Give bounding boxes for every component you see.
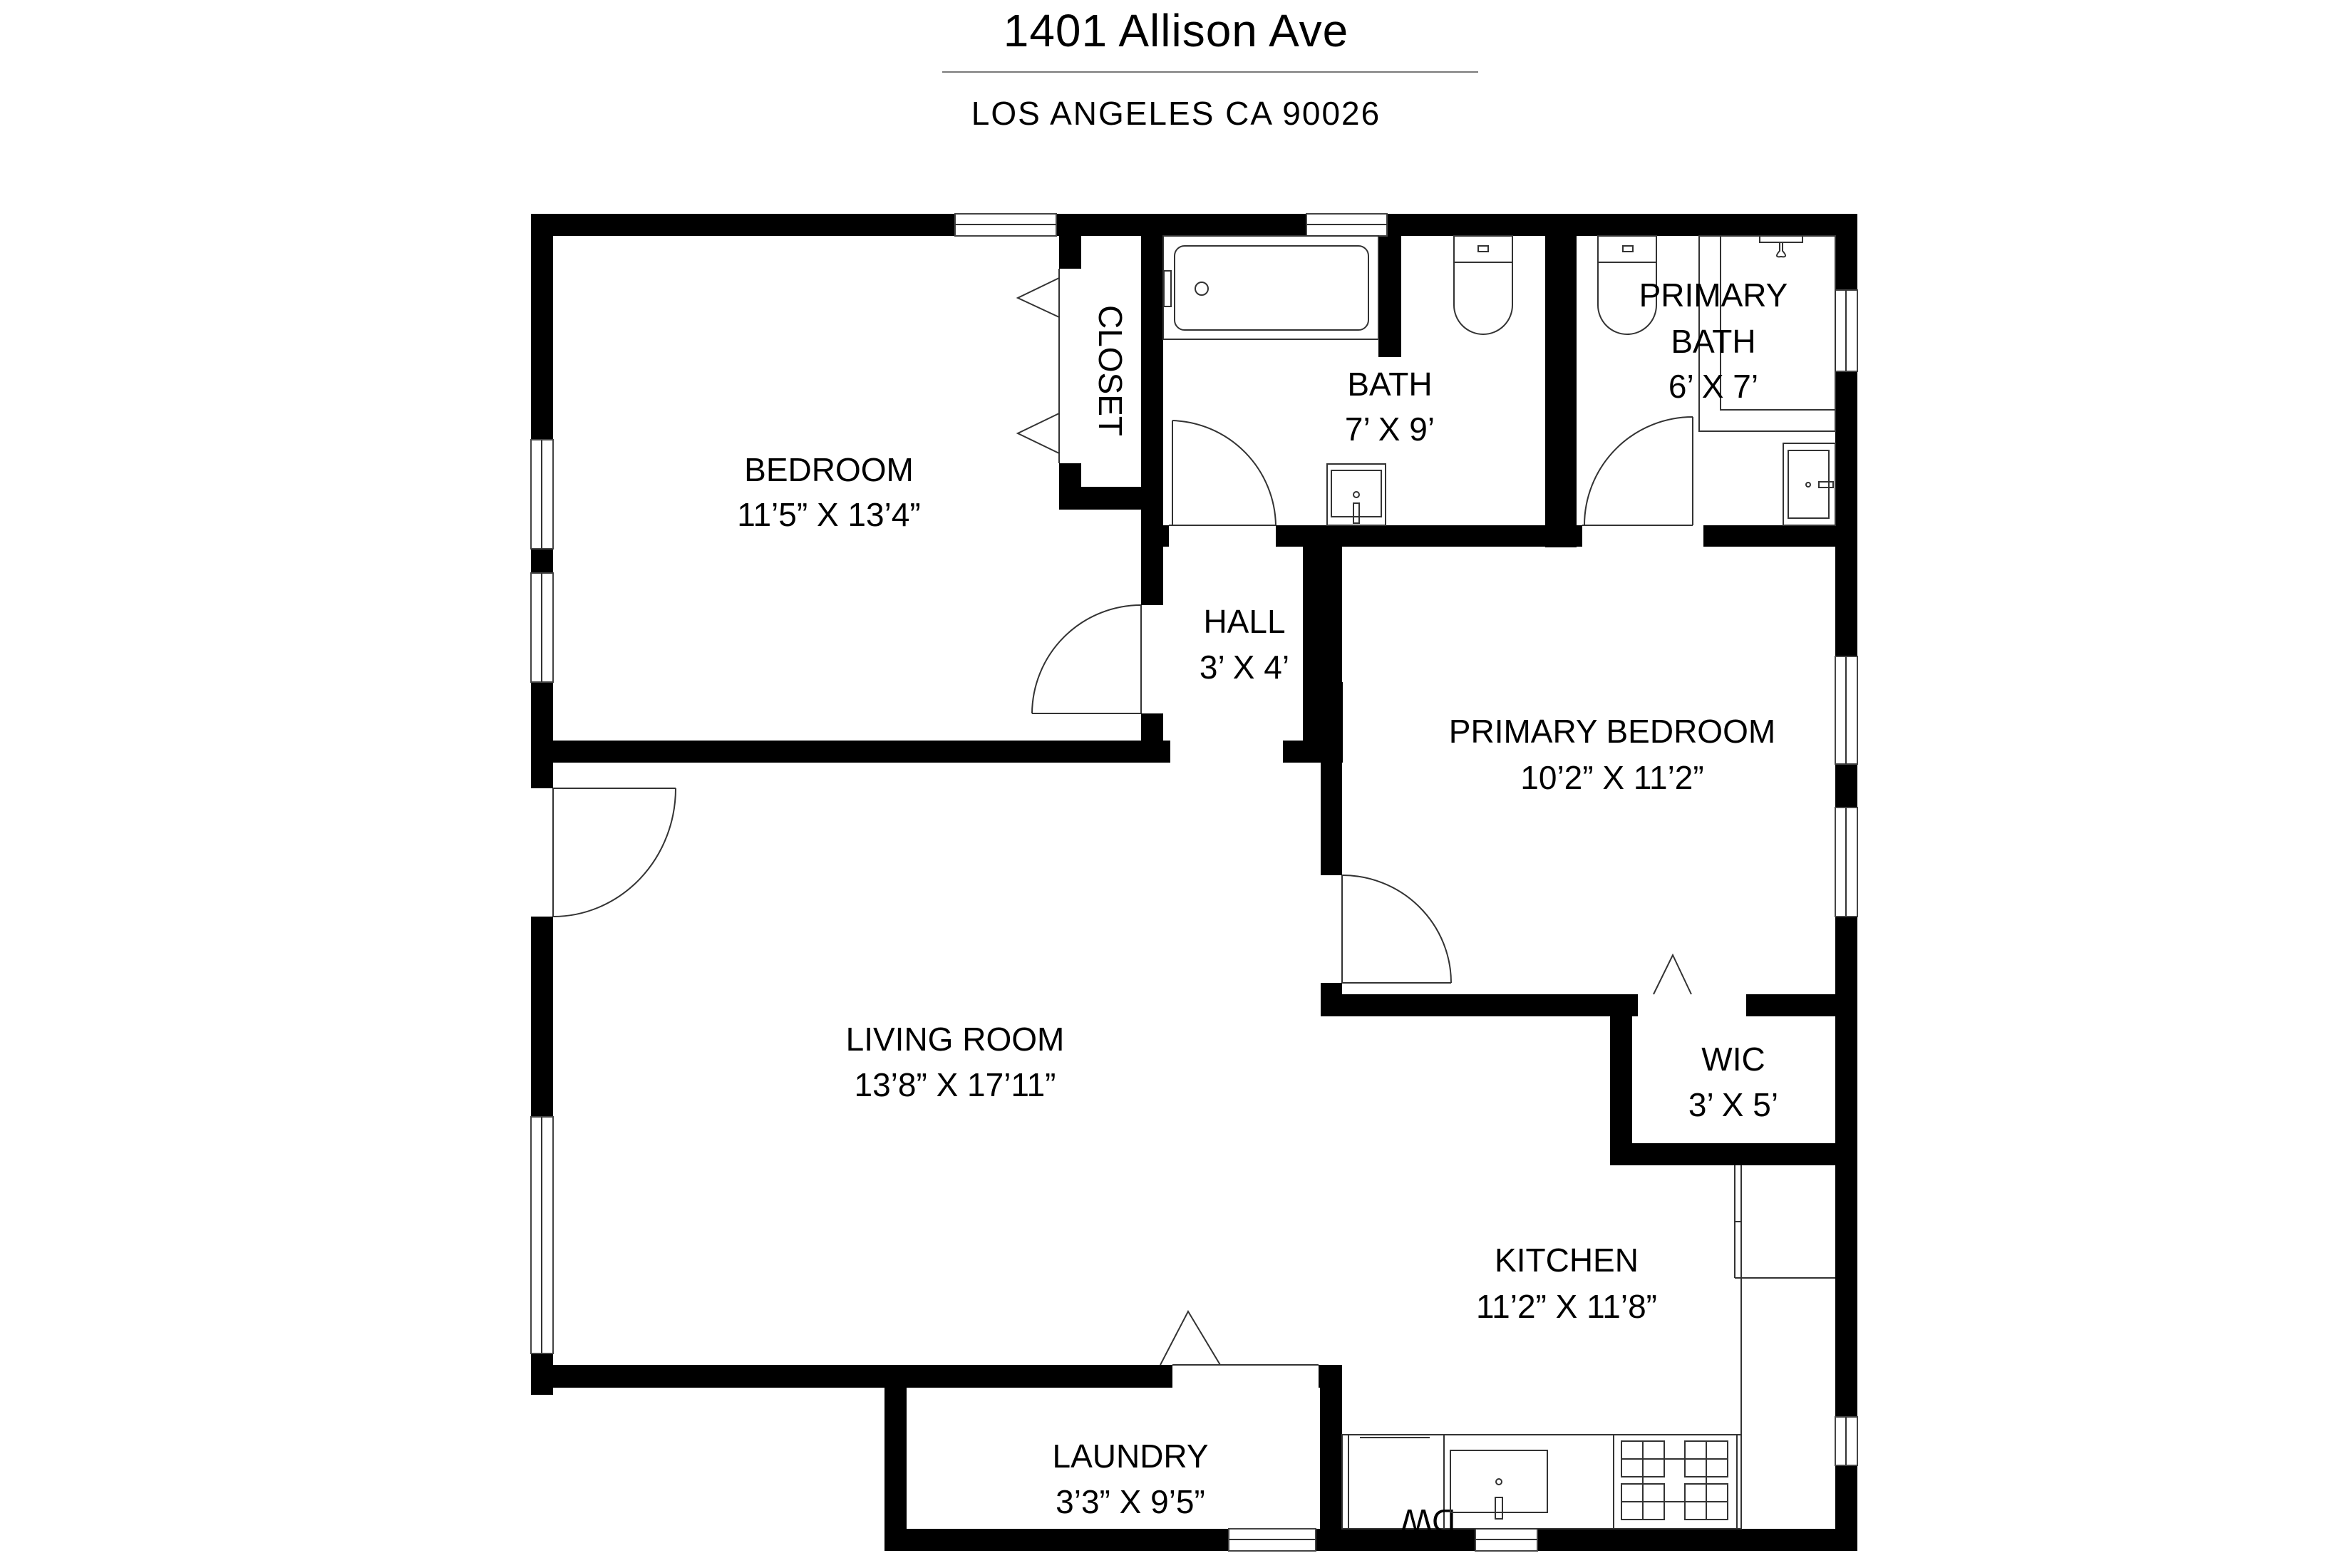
room-name: BEDROOM: [744, 451, 914, 488]
room-laundry[interactable]: LAUNDRY 3’3” X 9’5”: [1053, 1438, 1209, 1520]
room-size: 10’2” X 11’2”: [1520, 759, 1703, 796]
room-size: 3’ X 5’: [1688, 1086, 1778, 1123]
room-primary-bath[interactable]: PRIMARY BATH 6’ X 7’: [1639, 277, 1788, 405]
room-size: 7’ X 9’: [1345, 411, 1435, 448]
kitchen-sink-icon: [1450, 1450, 1548, 1520]
room-living-room[interactable]: LIVING ROOM 13’8” X 17’11”: [846, 1021, 1065, 1103]
room-name: PRIMARY: [1639, 277, 1788, 314]
door-primary-bath[interactable]: [1582, 416, 1693, 547]
room-name: KITCHEN: [1495, 1242, 1639, 1279]
door-wic-bifold[interactable]: [1638, 953, 1746, 1016]
room-name: LIVING ROOM: [846, 1021, 1065, 1058]
room-size: 13’8” X 17’11”: [855, 1066, 1056, 1103]
fixtures: DW: [1162, 235, 1836, 1539]
room-name: LAUNDRY: [1053, 1438, 1209, 1475]
room-hall[interactable]: HALL 3’ X 4’: [1200, 603, 1289, 686]
room-name: WIC: [1701, 1041, 1765, 1078]
door-closet-bifold[interactable]: [1016, 269, 1081, 463]
stove-icon: [1621, 1440, 1728, 1520]
room-labels: BEDROOM 11’5” X 13’4” CLOSET BATH 7’ X 9…: [737, 277, 1788, 1520]
door-laundry-bifold[interactable]: [1160, 1309, 1319, 1388]
room-size: 11’2” X 11’8”: [1476, 1288, 1657, 1325]
city-subtitle: LOS ANGELES CA 90026: [971, 95, 1381, 132]
door-primary-bedroom[interactable]: [1321, 875, 1452, 984]
room-primary-bedroom[interactable]: PRIMARY BEDROOM 10’2” X 11’2”: [1449, 713, 1775, 796]
room-size: 11’5” X 13’4”: [737, 496, 920, 533]
room-name: HALL: [1203, 603, 1285, 640]
room-name: CLOSET: [1092, 305, 1129, 436]
room-name-2: BATH: [1671, 323, 1755, 360]
room-size: 3’3” X 9’5”: [1056, 1483, 1205, 1520]
room-size: 6’ X 7’: [1668, 368, 1758, 405]
address-title: 1401 Allison Ave: [1003, 5, 1349, 56]
door-bedroom[interactable]: [1031, 604, 1163, 714]
windows: [530, 213, 1858, 1552]
room-name: PRIMARY BEDROOM: [1449, 713, 1775, 750]
bathtub-icon: [1162, 235, 1379, 340]
kitchen-counter: [1341, 1165, 1835, 1530]
room-kitchen[interactable]: KITCHEN 11’2” X 11’8”: [1476, 1242, 1657, 1325]
door-entry[interactable]: [531, 788, 676, 917]
header-divider: [942, 71, 1478, 73]
sink-icon: [1326, 463, 1386, 526]
room-name: BATH: [1347, 366, 1432, 403]
room-size: 3’ X 4’: [1200, 649, 1289, 686]
dishwasher-label: DW: [1401, 1502, 1455, 1539]
room-bath[interactable]: BATH 7’ X 9’: [1345, 366, 1435, 448]
vanity-sink-icon: [1783, 443, 1836, 526]
shower-icon: [1698, 235, 1836, 432]
doors: [531, 269, 1746, 1388]
toilet-icon: [1453, 235, 1513, 335]
door-bath[interactable]: [1169, 420, 1276, 547]
room-wic[interactable]: WIC 3’ X 5’: [1688, 1041, 1778, 1123]
room-closet[interactable]: CLOSET: [1092, 305, 1129, 436]
room-bedroom[interactable]: BEDROOM 11’5” X 13’4”: [737, 451, 920, 533]
walls: [531, 214, 1857, 1551]
toilet-icon-primary: [1597, 235, 1657, 335]
